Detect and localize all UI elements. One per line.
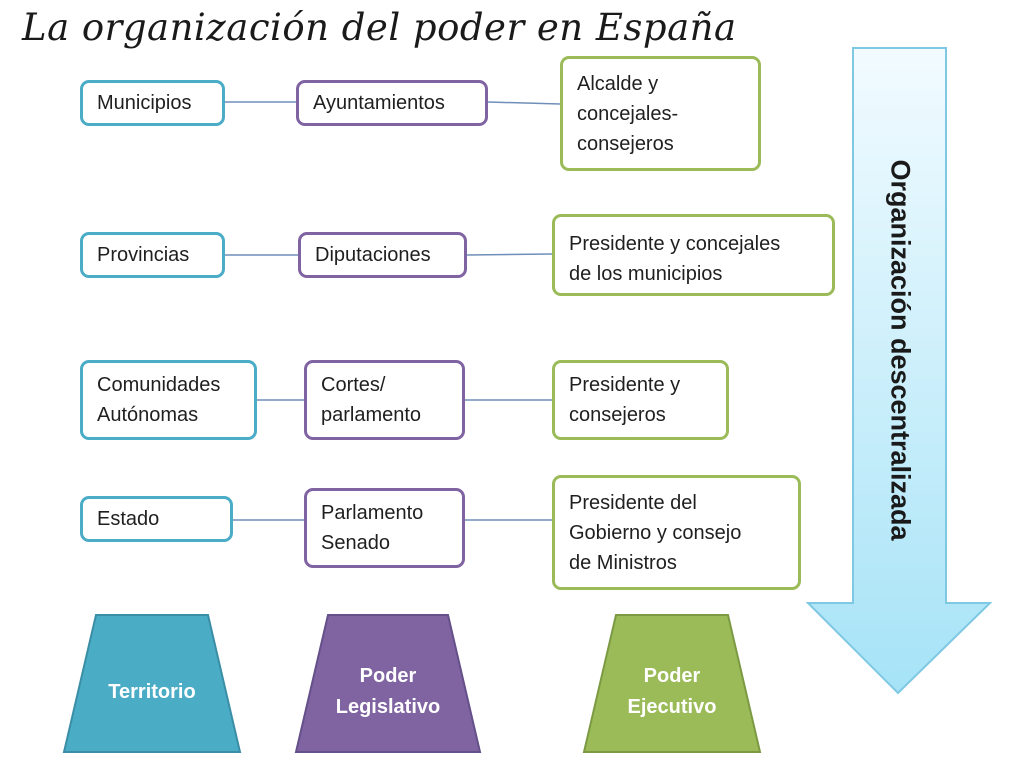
box-presidente-concejales: Presidente y concejales de los municipio…: [552, 214, 835, 296]
poder-ejecutivo-label: Poder Ejecutivo: [627, 665, 717, 718]
box-estado: Estado: [80, 496, 233, 542]
decentralization-arrow: [805, 47, 993, 695]
box-presidente-gobierno: Presidente del Gobierno y consejo de Min…: [552, 475, 801, 590]
box-cortes-parlamento: Cortes/ parlamento: [304, 360, 465, 440]
organizacion-descentralizada-label: Organización descentralizada: [885, 159, 916, 541]
legislativo-trapezoid: [294, 614, 482, 753]
box-presidente-consejeros: Presidente y consejeros: [552, 360, 729, 440]
box-comunidades-autonomas: Comunidades Autónomas: [80, 360, 257, 440]
page-title: La organización del poder en España: [22, 6, 737, 49]
box-provincias: Provincias: [80, 232, 225, 278]
box-municipios: Municipios: [80, 80, 225, 126]
poder-legislativo-label: Poder Legislativo: [335, 665, 441, 718]
box-diputaciones: Diputaciones: [298, 232, 467, 278]
box-alcalde-concejales: Alcalde y concejales- consejeros: [560, 56, 761, 171]
connector-line: [487, 101, 561, 105]
connector-line: [466, 253, 553, 256]
territorio-label: Territorio: [108, 680, 196, 703]
box-parlamento-senado: Parlamento Senado: [304, 488, 465, 568]
ejecutivo-trapezoid: [582, 614, 762, 753]
box-ayuntamientos: Ayuntamientos: [296, 80, 488, 126]
territorio-trapezoid: [62, 614, 242, 753]
